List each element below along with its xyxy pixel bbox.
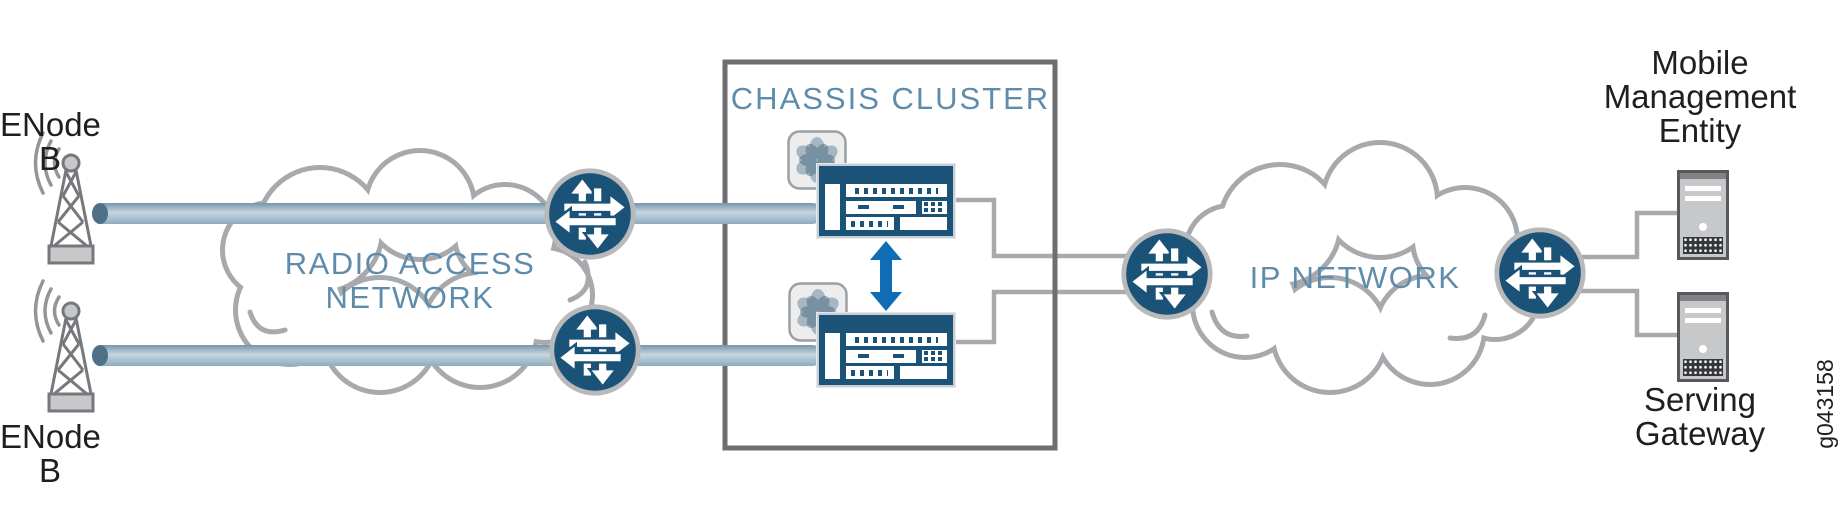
serving-gateway-label: Serving Gateway: [1634, 381, 1766, 452]
server-top-band: [1680, 295, 1726, 301]
srx-device-icon: [817, 313, 955, 387]
ip-network-label: IP NETWORK: [1249, 260, 1461, 295]
device-front-panel: [846, 184, 947, 230]
router-icon: [1124, 231, 1210, 317]
srx-device-icon: [817, 164, 955, 238]
device-card-slot: [825, 184, 840, 230]
device-port-row: [846, 349, 916, 363]
device-port-row: [846, 366, 894, 379]
double-arrow-icon: [870, 241, 902, 311]
server-drive-bay: [1685, 196, 1721, 201]
cell-tower-icon: [33, 279, 95, 413]
ip-network-cloud: [1183, 140, 1542, 395]
server-drive-bay: [1685, 186, 1721, 191]
server-vent-grid: [1683, 237, 1723, 254]
figure-id-label: g043158: [1812, 359, 1838, 449]
server-top-band: [1680, 173, 1726, 179]
device-port-row: [922, 349, 947, 363]
enodeb-top-label: ENode B: [0, 106, 101, 177]
device-card-slot: [825, 333, 840, 379]
device-blank-slot: [899, 217, 947, 230]
server-drive-bay: [1685, 308, 1721, 313]
server-icon: [1677, 170, 1729, 260]
router-icon: [552, 307, 638, 393]
device-port-row: [846, 200, 916, 214]
device-front-panel: [846, 333, 947, 379]
link-router-to-sgw: [1540, 288, 1680, 338]
device-port-row: [922, 200, 947, 214]
server-power-button: [1699, 345, 1707, 353]
server-vent-grid: [1683, 359, 1723, 376]
router-icon: [547, 171, 633, 257]
radio-access-network-label: RADIO ACCESS NETWORK: [284, 246, 536, 315]
server-icon: [1677, 292, 1729, 382]
mobile-management-entity-label: Mobile Management Entity: [1603, 44, 1797, 149]
chassis-cluster-title: CHASSIS CLUSTER: [730, 81, 1051, 116]
device-port-row: [846, 217, 894, 230]
device-port-row: [846, 333, 947, 346]
thick-link-pipe-bottom: [92, 345, 822, 366]
router-icon: [1497, 230, 1583, 316]
chassis-cluster-box: [722, 59, 1058, 451]
enodeb-bottom-label: ENode B: [0, 418, 101, 489]
link-node0-to-router: [955, 197, 1167, 259]
link-router-to-mme: [1540, 210, 1680, 260]
thick-link-pipe-top: [92, 203, 822, 224]
device-port-row: [846, 184, 947, 197]
server-drive-bay: [1685, 318, 1721, 323]
server-power-button: [1699, 223, 1707, 231]
device-blank-slot: [899, 366, 947, 379]
link-node1-to-router: [955, 289, 1167, 345]
